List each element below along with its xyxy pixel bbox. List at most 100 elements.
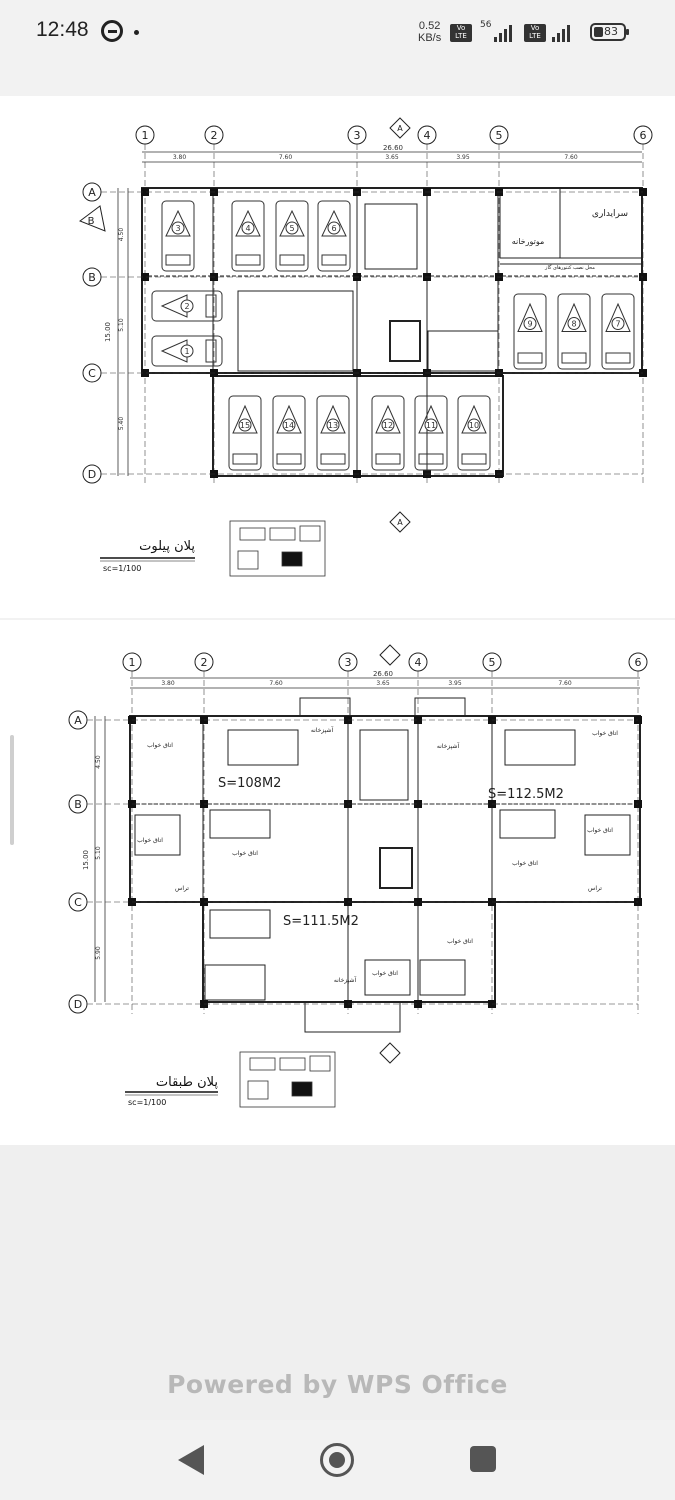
- room-bedroom-4: اتاق خواب: [592, 730, 618, 737]
- dim-label: 3.95: [448, 680, 462, 687]
- row-dim-label: 5.10: [118, 318, 125, 332]
- battery-fill: [594, 27, 603, 37]
- room-bedroom-6: اتاق خواب: [512, 860, 538, 867]
- svg-text:7: 7: [615, 320, 620, 329]
- svg-text:1: 1: [184, 347, 189, 356]
- svg-text:13: 13: [328, 421, 338, 430]
- grid-label-D: D: [88, 468, 96, 481]
- room-bedroom-8: اتاق خواب: [447, 938, 473, 945]
- room-kitchen-2: آشپزخانه: [437, 741, 460, 750]
- pilot-total-dim-v: 15.00: [104, 322, 112, 342]
- svg-text:6: 6: [331, 224, 336, 233]
- room-kitchen-1: آشپزخانه: [311, 725, 334, 734]
- room-motor: موتورخانه: [512, 237, 545, 246]
- scrollbar[interactable]: [10, 735, 14, 845]
- room-bedroom-1: اتاق خواب: [147, 742, 173, 749]
- dim-label: 3.65: [376, 680, 390, 687]
- viewer-background: [0, 1145, 675, 1420]
- pilot-total-dim: 26.60: [383, 144, 403, 152]
- parking-space-3: 3: [161, 200, 195, 272]
- svg-text:5: 5: [289, 224, 294, 233]
- back-icon[interactable]: [178, 1445, 204, 1475]
- net-speed-unit: KB/s: [418, 32, 442, 44]
- grid-label-1: 1: [142, 129, 149, 142]
- floor-outline-upper: [129, 715, 641, 903]
- floor-plan-scale: sc=1/100: [128, 1098, 166, 1107]
- column-pillar: [414, 716, 422, 724]
- column-pillar: [141, 188, 149, 196]
- dim-label: 7.60: [279, 154, 293, 161]
- parking-space-7: 7: [601, 293, 635, 370]
- notification-dot-icon: [134, 30, 139, 35]
- grid-label-2: 2: [201, 656, 208, 669]
- net-speed-value: 0.52: [418, 20, 441, 32]
- room-bedroom-2: اتاق خواب: [137, 837, 163, 844]
- parking-space-15: 15: [228, 395, 262, 471]
- floor-plan-title: پلان طبقات: [156, 1075, 218, 1090]
- room-bedroom-5: اتاق خواب: [587, 827, 613, 834]
- svg-text:12: 12: [383, 421, 393, 430]
- row-dim-label: 4.50: [118, 228, 125, 242]
- parking-space-12: 12: [371, 395, 405, 471]
- svg-text:11: 11: [426, 421, 436, 430]
- dim-label: 3.65: [385, 154, 399, 161]
- floor-total-dim-v: 15.00: [82, 850, 90, 870]
- recent-apps-icon[interactable]: [470, 1446, 496, 1472]
- parking-space-13: 13: [316, 395, 350, 471]
- home-icon[interactable]: [320, 1443, 354, 1477]
- gas-cabinet-note: محل نصب کنتورهای گاز: [544, 264, 595, 271]
- svg-text:4: 4: [245, 224, 250, 233]
- area-unit-left: S=108M2: [218, 776, 281, 791]
- grid-label-B: B: [74, 798, 82, 811]
- grid-label-3: 3: [354, 129, 361, 142]
- parking-space-2: 2: [151, 290, 223, 322]
- column-pillar: [414, 898, 422, 906]
- grid-label-5: 5: [489, 656, 496, 669]
- parking-space-8: 8: [557, 293, 591, 370]
- grid-label-A: A: [88, 186, 96, 199]
- grid-label-A: A: [74, 714, 82, 727]
- parking-space-11: 11: [414, 395, 448, 471]
- grid-label-6: 6: [640, 129, 647, 142]
- room-bedroom-3: اتاق خواب: [232, 850, 258, 857]
- battery-icon: 83: [590, 23, 629, 41]
- svg-text:15: 15: [240, 421, 250, 430]
- volte-icon: Vo LTE: [450, 24, 472, 42]
- status-bar: 12:48 0.52 KB/s Vo LTE 56 Vo LTE 83: [0, 0, 675, 94]
- parking-space-10: 10: [457, 395, 491, 471]
- grid-label-C: C: [88, 367, 96, 380]
- grid-label-2: 2: [211, 129, 218, 142]
- grid-label-1: 1: [129, 656, 136, 669]
- grid-label-5: 5: [496, 129, 503, 142]
- grid-label-C: C: [74, 896, 82, 909]
- dim-label: 3.80: [173, 154, 187, 161]
- section-mark-a-bottom: A: [397, 518, 403, 527]
- room-kitchen-3: آشپزخانه: [334, 975, 357, 984]
- app-notification-icon: [101, 20, 123, 42]
- area-unit-right: S=112.5M2: [488, 787, 564, 802]
- net-speed: 0.52 KB/s: [418, 20, 441, 44]
- svg-text:14: 14: [284, 421, 294, 430]
- room-terrace-1: تراس: [175, 885, 189, 892]
- row-dim-label: 5.40: [118, 417, 125, 431]
- grid-label-4: 4: [415, 656, 422, 669]
- section-mark-b: B: [88, 216, 95, 227]
- svg-text:3: 3: [175, 224, 180, 233]
- pilot-plan-title: پلان پیلوت: [139, 539, 195, 554]
- dim-label: 7.60: [558, 680, 572, 687]
- parking-space-1: 1: [151, 335, 223, 367]
- row-dim-label: 4.50: [95, 755, 102, 769]
- parking-space-6: 6: [317, 200, 351, 272]
- parking-space-4: 4: [231, 200, 265, 272]
- status-time: 12:48: [36, 18, 89, 41]
- svg-text:8: 8: [571, 320, 576, 329]
- pilot-plan-scale: sc=1/100: [103, 564, 141, 573]
- parking-space-14: 14: [272, 395, 306, 471]
- svg-text:2: 2: [184, 302, 189, 311]
- column-pillar: [141, 369, 149, 377]
- dim-label: 7.60: [269, 680, 283, 687]
- dim-label: 7.60: [564, 154, 578, 161]
